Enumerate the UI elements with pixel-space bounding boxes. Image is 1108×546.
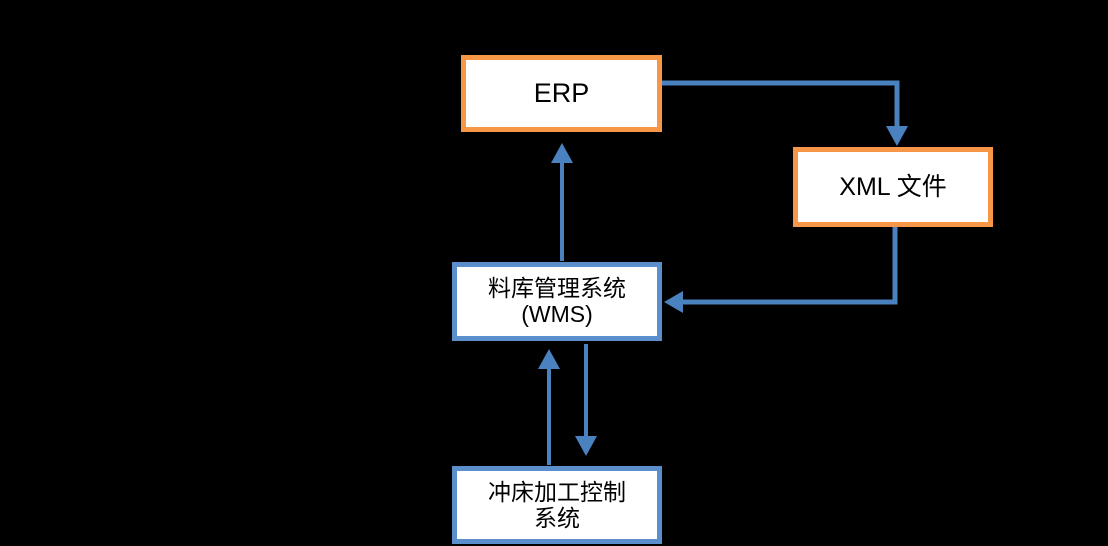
edge-erp-to-xml xyxy=(662,80,908,146)
edge-punch-to-wms xyxy=(538,349,560,465)
edge-wms-to-punch xyxy=(575,344,597,456)
edge-wms-to-erp xyxy=(551,143,573,261)
node-wms-label: 料库管理系统 (WMS) xyxy=(488,274,626,327)
node-punch-control-system[interactable]: 冲床加工控制 系统 xyxy=(452,466,662,544)
node-punch-control-system-label: 冲床加工控制 系统 xyxy=(488,479,626,531)
edge-xml-to-wms xyxy=(664,227,898,313)
node-xml-file[interactable]: XML 文件 xyxy=(793,147,993,227)
node-xml-file-label: XML 文件 xyxy=(839,173,947,201)
node-wms[interactable]: 料库管理系统 (WMS) xyxy=(452,262,662,341)
node-erp[interactable]: ERP xyxy=(461,55,662,132)
node-erp-label: ERP xyxy=(533,78,590,109)
